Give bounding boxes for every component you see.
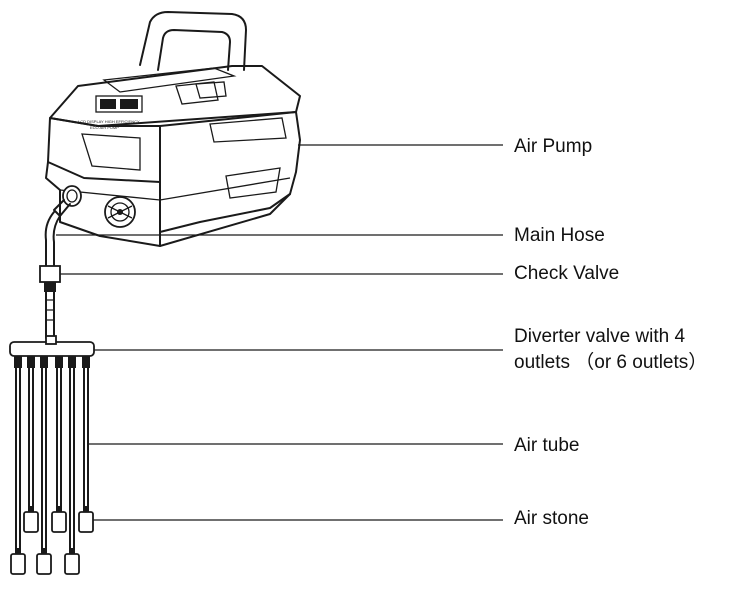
air-stone bbox=[78, 511, 94, 533]
air-stone bbox=[64, 553, 80, 575]
diverter-valve bbox=[9, 335, 95, 368]
air-stone bbox=[51, 511, 67, 533]
air-stones bbox=[10, 506, 94, 575]
air-tubes bbox=[15, 367, 89, 549]
callout-labels: Air Pump Main Hose Check Valve Diverter … bbox=[514, 136, 707, 529]
air-stone bbox=[23, 511, 39, 533]
label-check-valve: Check Valve bbox=[514, 263, 619, 284]
label-air-stone: Air stone bbox=[514, 508, 589, 529]
label-diverter-line-1: Diverter valve with 4 bbox=[514, 326, 685, 347]
pump-handle bbox=[139, 11, 247, 71]
pump-panel-text-1: LCD DISPLAY HIGH EFFICIENCY bbox=[78, 119, 140, 124]
pump-lcd-display bbox=[95, 95, 143, 113]
pump-control-knob bbox=[104, 196, 136, 228]
label-air-tube: Air tube bbox=[514, 435, 579, 456]
main-hose bbox=[44, 211, 61, 267]
leader-lines bbox=[56, 144, 503, 521]
air-pump-illustration: LCD DISPLAY HIGH EFFICIENCY ECO AIR PUMP bbox=[45, 11, 301, 247]
label-main-hose: Main Hose bbox=[514, 225, 605, 246]
label-diverter-line-2: outlets （or 6 outlets） bbox=[514, 351, 707, 373]
pump-panel-text-2: ECO AIR PUMP bbox=[90, 125, 119, 130]
check-valve bbox=[39, 265, 61, 339]
air-stone bbox=[10, 553, 26, 575]
pump-top-lid bbox=[49, 65, 301, 127]
air-stone bbox=[36, 553, 52, 575]
pump-base bbox=[45, 161, 291, 247]
label-air-pump: Air Pump bbox=[514, 136, 592, 157]
pump-outlet-nozzle bbox=[53, 185, 82, 217]
